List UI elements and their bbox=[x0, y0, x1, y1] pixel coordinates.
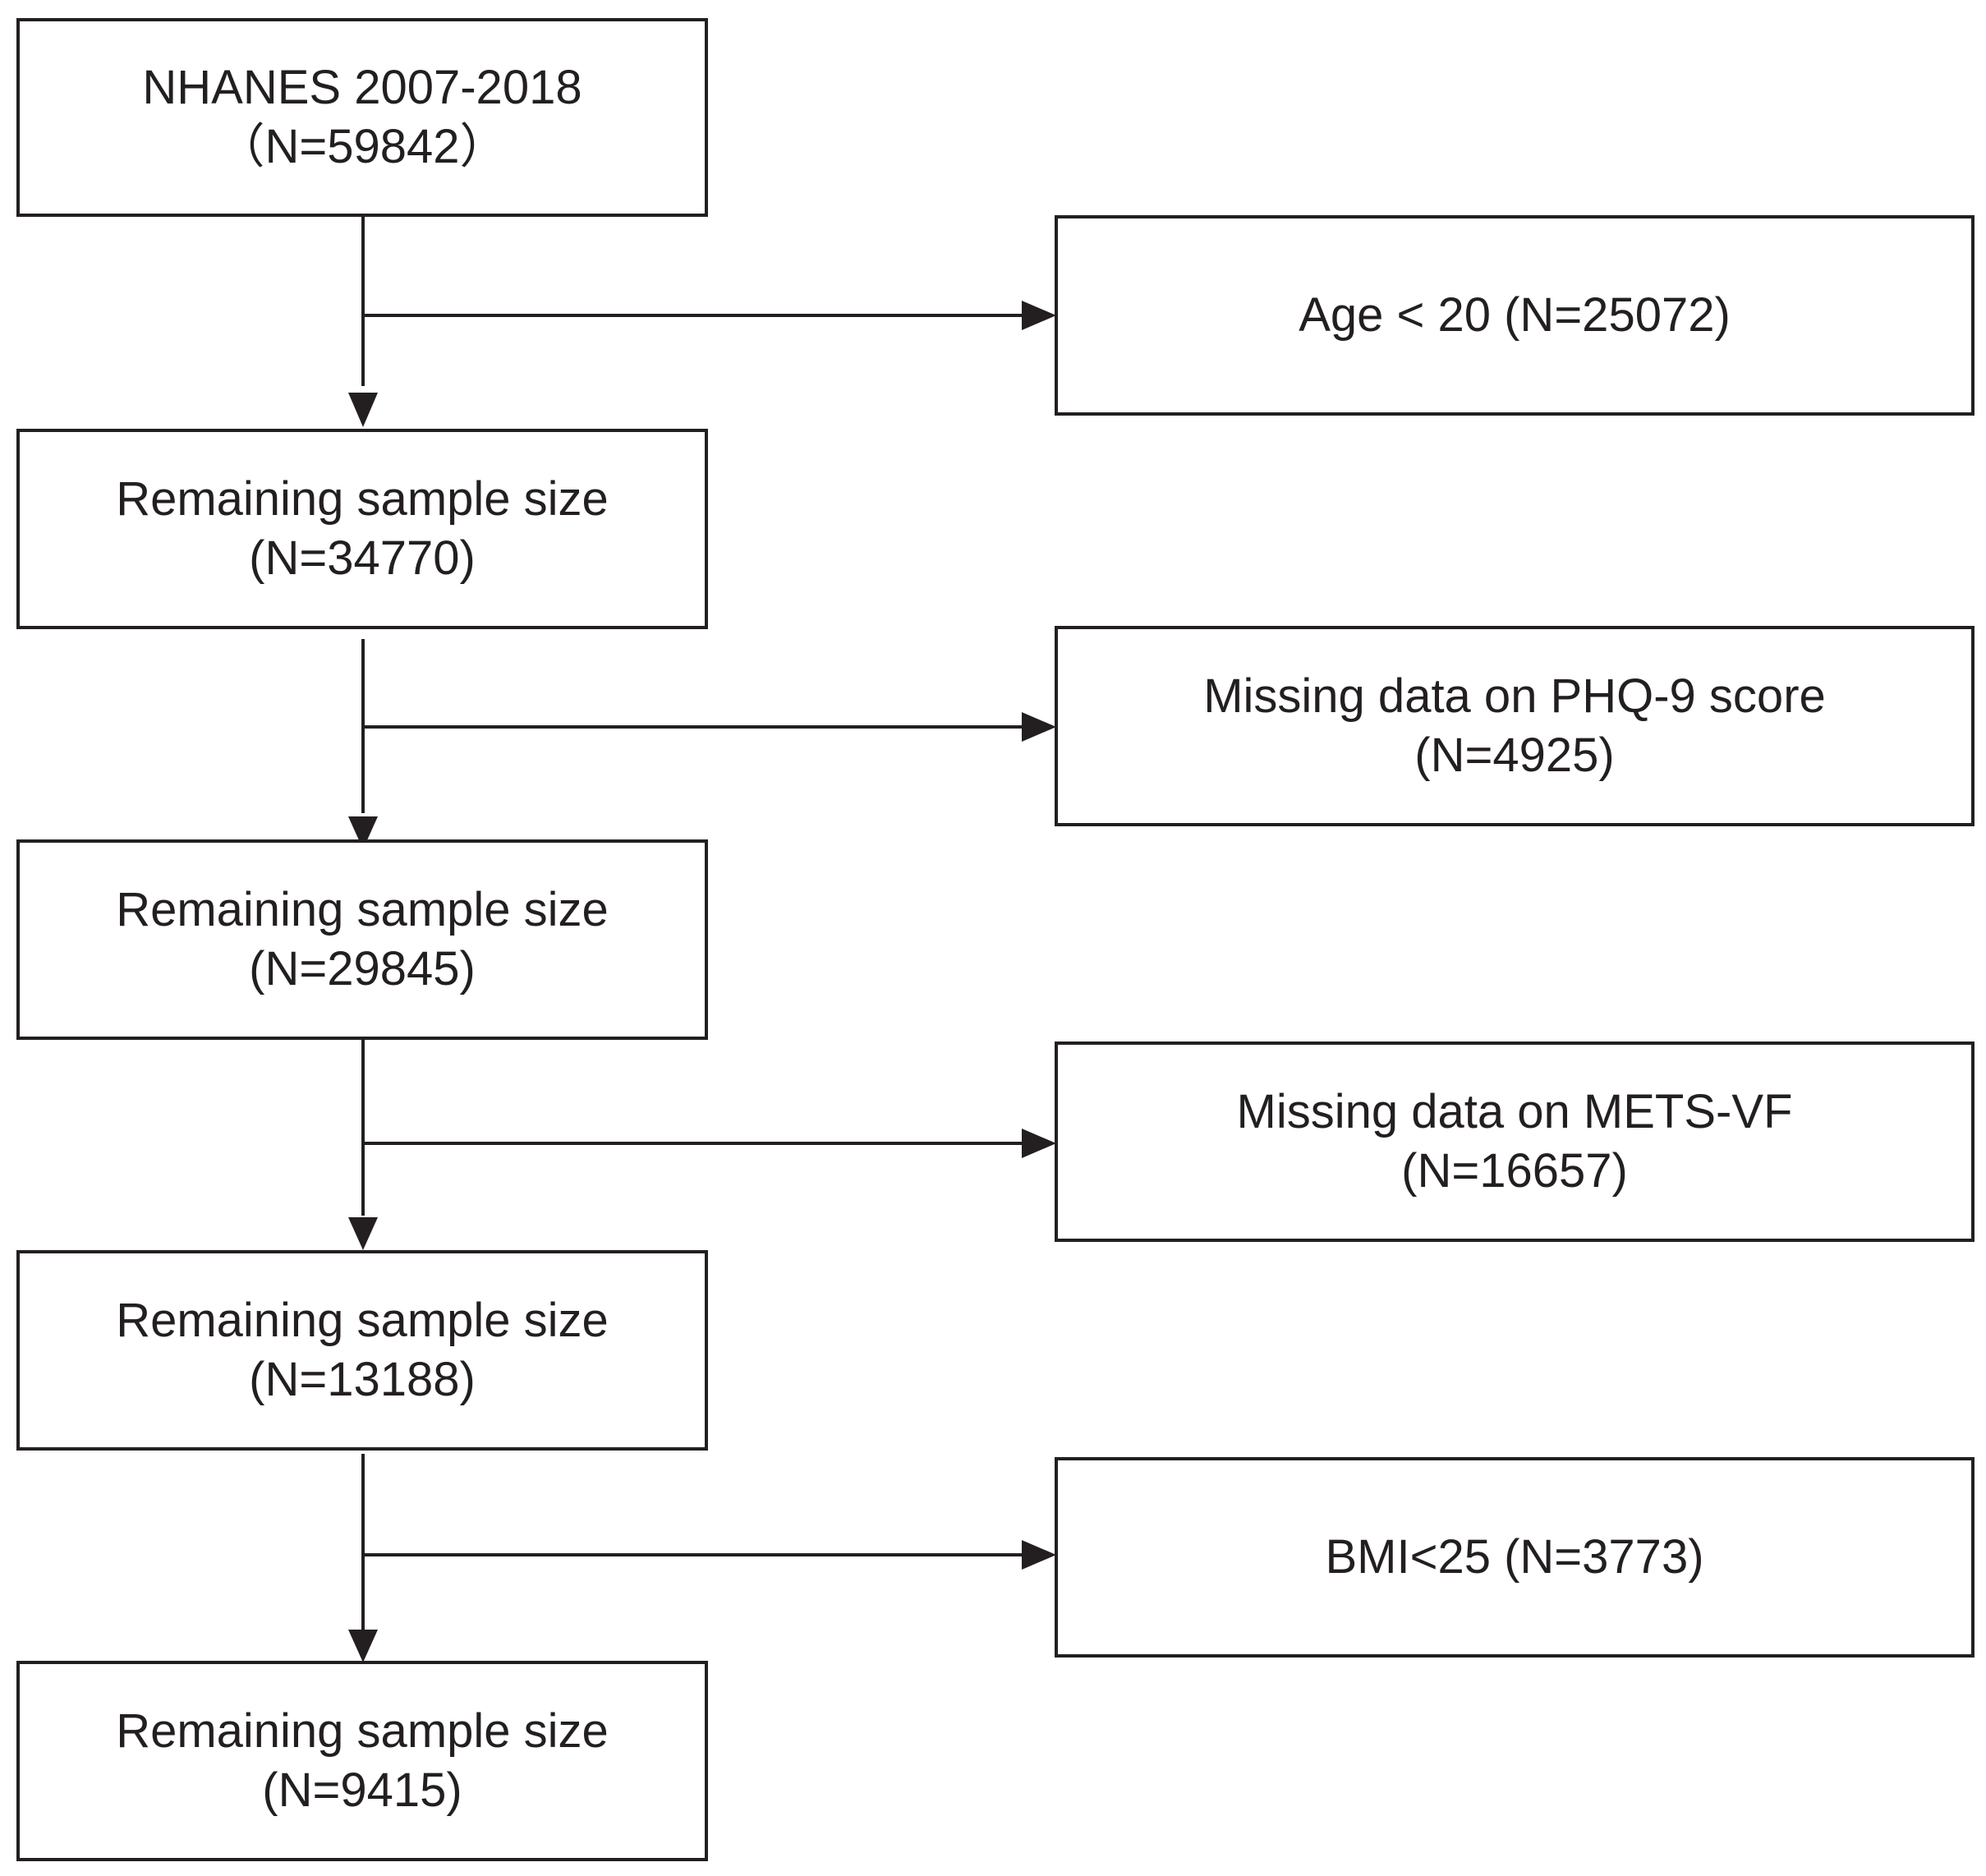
vertical-arrowhead-3 bbox=[348, 1217, 378, 1250]
branch-arrowhead-1 bbox=[1022, 301, 1056, 330]
main-box-nhanes-title: NHANES 2007-2018 bbox=[142, 61, 582, 114]
main-box-remaining-2: Remaining sample size (N=29845) bbox=[16, 839, 708, 1040]
exclusion-box-phq9-count: (N=4925) bbox=[1414, 729, 1615, 782]
main-box-remaining-final-count: (N=9415) bbox=[262, 1763, 462, 1817]
main-box-remaining-3-count: (N=13188) bbox=[249, 1353, 476, 1406]
vertical-arrowhead-2 bbox=[348, 816, 378, 849]
vertical-arrowhead-1 bbox=[348, 393, 378, 427]
main-box-remaining-3-title: Remaining sample size bbox=[116, 1294, 609, 1347]
main-box-remaining-1-count: (N=34770) bbox=[249, 531, 476, 585]
main-box-remaining-1: Remaining sample size (N=34770) bbox=[16, 429, 708, 629]
main-box-remaining-final: Remaining sample size (N=9415) bbox=[16, 1661, 708, 1861]
exclusion-box-phq9-title: Missing data on PHQ-9 score bbox=[1203, 669, 1826, 723]
exclusion-box-age-text: Age < 20 (N=25072) bbox=[1299, 288, 1731, 342]
vertical-arrowhead-4 bbox=[348, 1630, 378, 1662]
branch-arrowhead-2 bbox=[1022, 712, 1056, 742]
exclusion-box-bmi-text: BMI<25 (N=3773) bbox=[1325, 1530, 1704, 1584]
main-box-nhanes-count: （N=59842） bbox=[217, 120, 508, 173]
main-box-remaining-3: Remaining sample size (N=13188) bbox=[16, 1250, 708, 1451]
main-box-remaining-1-title: Remaining sample size bbox=[116, 472, 609, 526]
main-box-nhanes: NHANES 2007-2018 （N=59842） bbox=[16, 18, 708, 217]
exclusion-box-mets-vf: Missing data on METS-VF (N=16657) bbox=[1055, 1041, 1975, 1242]
main-box-remaining-2-title: Remaining sample size bbox=[116, 883, 609, 936]
exclusion-box-bmi: BMI<25 (N=3773) bbox=[1055, 1457, 1975, 1658]
branch-arrowhead-3 bbox=[1022, 1129, 1056, 1158]
exclusion-box-phq9: Missing data on PHQ-9 score (N=4925) bbox=[1055, 626, 1975, 826]
exclusion-box-mets-vf-count: (N=16657) bbox=[1401, 1144, 1628, 1198]
main-box-remaining-2-count: (N=29845) bbox=[249, 942, 476, 995]
main-box-remaining-final-title: Remaining sample size bbox=[116, 1704, 609, 1758]
exclusion-box-mets-vf-title: Missing data on METS-VF bbox=[1236, 1085, 1793, 1138]
exclusion-box-age: Age < 20 (N=25072) bbox=[1055, 215, 1975, 416]
branch-arrowhead-4 bbox=[1022, 1540, 1056, 1570]
